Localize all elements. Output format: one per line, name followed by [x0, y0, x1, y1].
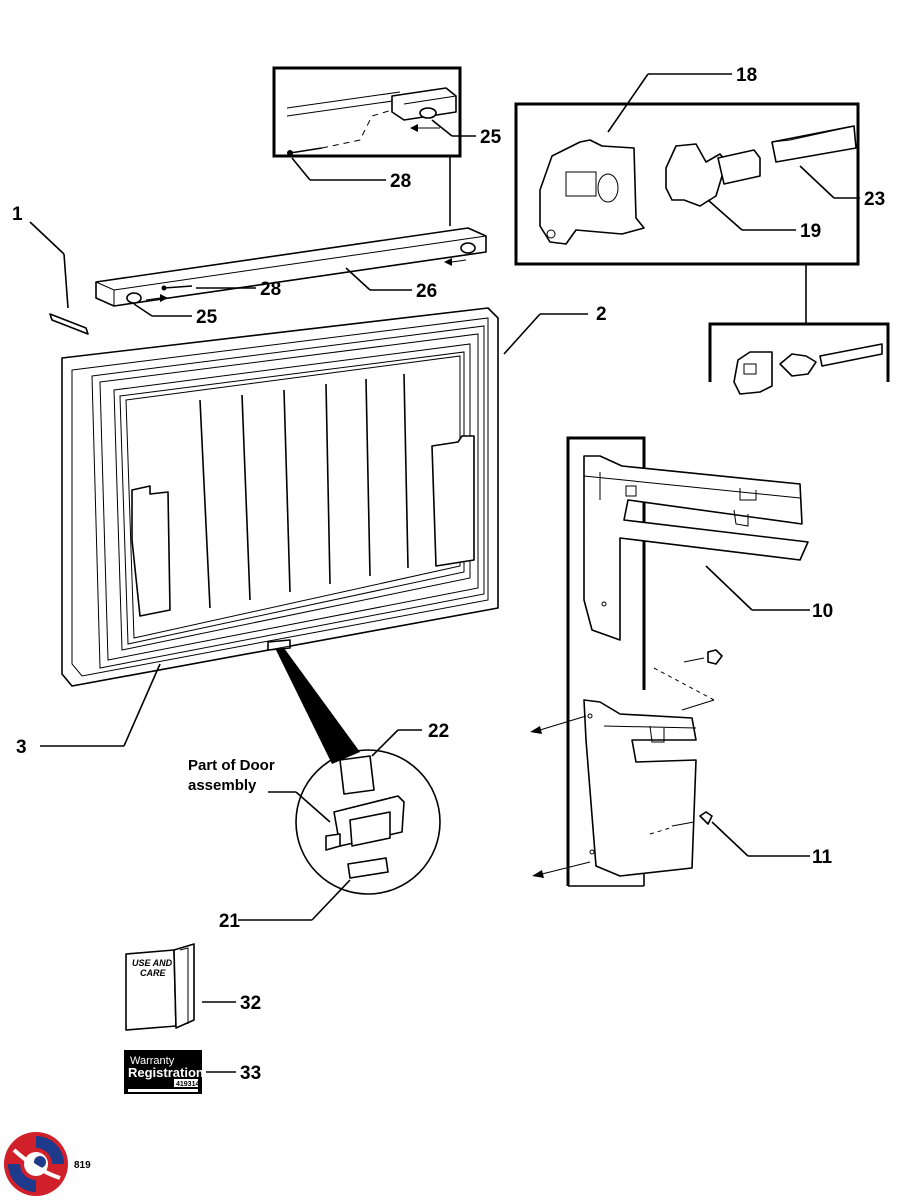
use-and-care-manual: USE AND CARE [125, 943, 195, 1031]
zoom-detail [276, 648, 441, 895]
callout-22: 22 [428, 721, 449, 742]
callout-18: 18 [736, 65, 757, 86]
manual-title-line1: USE AND [132, 958, 173, 968]
door-panel [61, 307, 499, 687]
callout-21: 21 [219, 911, 241, 932]
hinge-parts-box-small [708, 322, 890, 395]
callout-10: 10 [812, 601, 833, 622]
callout-28-bottom: 28 [260, 279, 281, 300]
callout-25-bottom: 25 [196, 307, 218, 328]
swirl-logo-icon [4, 1132, 68, 1196]
callout-11: 11 [812, 847, 833, 868]
hinge-parts-box [514, 102, 860, 266]
manual-title-line2: CARE [140, 968, 166, 978]
warranty-registration-card: Warranty Registration 419314 [124, 1050, 204, 1094]
door-rail [95, 227, 487, 307]
warranty-line2: Registration [128, 1065, 204, 1080]
callout-25-top: 25 [480, 127, 502, 148]
hinge-pin [49, 313, 89, 335]
callout-26: 26 [416, 281, 437, 302]
callout-32: 32 [240, 993, 261, 1014]
callout-33: 33 [240, 1063, 261, 1084]
callout-2: 2 [596, 304, 607, 325]
hinge-bracket-box [530, 436, 809, 887]
rail-detail-inset [272, 66, 462, 158]
warranty-line1: Warranty [130, 1055, 175, 1067]
warranty-code: 419314 [176, 1081, 199, 1088]
leader-lines [29, 73, 860, 1073]
footer-code: 819 [74, 1160, 91, 1171]
callout-19: 19 [800, 221, 821, 242]
callout-3: 3 [16, 737, 27, 758]
callout-numbers: 1 2 3 10 11 18 19 21 22 23 25 25 26 28 2… [12, 65, 885, 1084]
callout-28-top: 28 [390, 171, 411, 192]
note-line1: Part of Door [188, 757, 275, 774]
note-line2: assembly [188, 777, 257, 794]
callout-1: 1 [12, 204, 23, 225]
callout-23: 23 [864, 189, 885, 210]
